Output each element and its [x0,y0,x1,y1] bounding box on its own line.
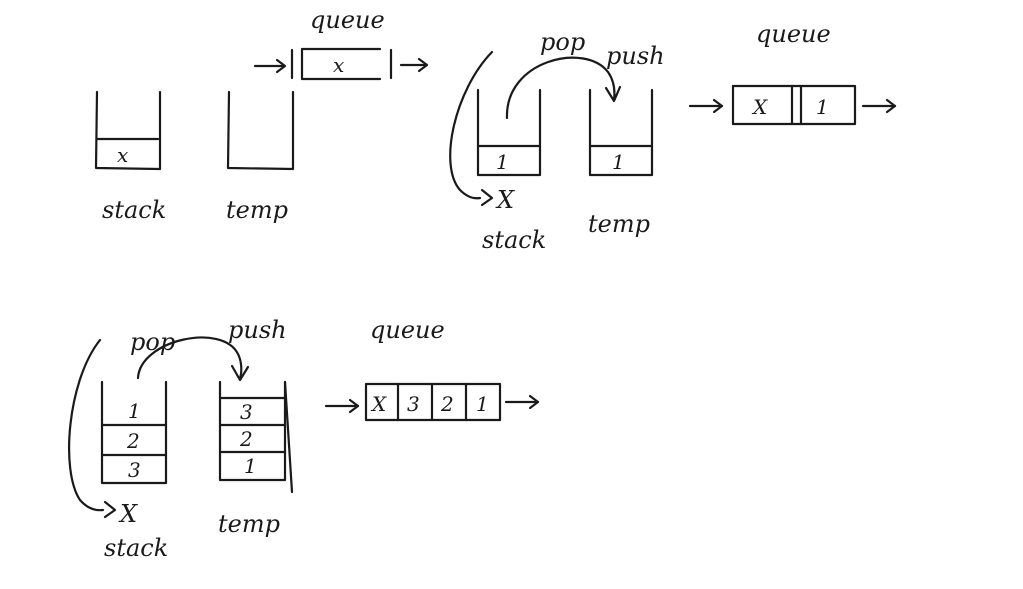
pop-out-arrow-icon [480,188,494,207]
panel-2: pop push 1 stack X 1 temp queue [449,20,897,254]
pop-label: pop [540,28,585,56]
stack-cell: x [117,143,128,167]
queue-cell: 1 [476,392,489,416]
stack-cell: 1 [496,150,509,174]
queue-cell: x [333,53,344,77]
temp-label: temp [588,210,650,238]
queue-label: queue [756,20,831,48]
popped-item: X [118,500,138,528]
panel-1: x stack temp queue x [94,6,429,224]
temp-cell: 1 [244,454,257,478]
stack-label: stack [104,534,168,562]
temp-container [226,90,295,171]
temp-label: temp [218,510,280,538]
queue-cell: X [370,392,387,416]
queue-cell: 1 [816,95,829,119]
stack-container: x [94,90,162,171]
arrow-in-icon [348,398,360,414]
arrow-out-icon [528,394,540,410]
arrow-in-icon [712,98,724,114]
temp-label: temp [226,196,288,224]
temp-cell: 3 [240,400,253,424]
queue-cell: 3 [407,392,420,416]
queue-label: queue [370,316,445,344]
queue-cell: 2 [440,392,454,416]
queue-box: x [253,47,429,81]
temp-container: 3 2 1 [218,380,294,494]
stack-cell: 3 [128,458,141,482]
arrow-out-icon [885,98,897,114]
temp-cell: 1 [612,150,625,174]
stack-label: stack [482,226,546,254]
queue-box: X 3 2 1 [324,382,540,422]
stack-container: 1 2 3 [100,380,168,485]
pop-out-arrow-icon [103,500,117,519]
queue-box: X 1 [688,84,897,126]
temp-cell: 2 [239,427,253,451]
push-label: push [606,42,665,70]
temp-container: 1 [588,88,654,177]
popped-item: X [495,186,515,214]
arrow-out-icon [417,57,429,73]
push-label: push [228,316,287,344]
queue-cell: X [751,95,768,119]
queue-label: queue [310,6,385,34]
arrow-in-icon [275,58,287,74]
push-arrow-icon [604,85,622,103]
stack-cell: 1 [128,399,141,423]
stack-label: stack [102,196,166,224]
panel-3: pop push 1 2 3 X stack 3 2 1 [68,316,540,562]
pop-label: pop [130,328,175,356]
push-arrow-icon [230,364,250,382]
stack-container: 1 [476,88,542,177]
stack-cell: 2 [126,429,140,453]
